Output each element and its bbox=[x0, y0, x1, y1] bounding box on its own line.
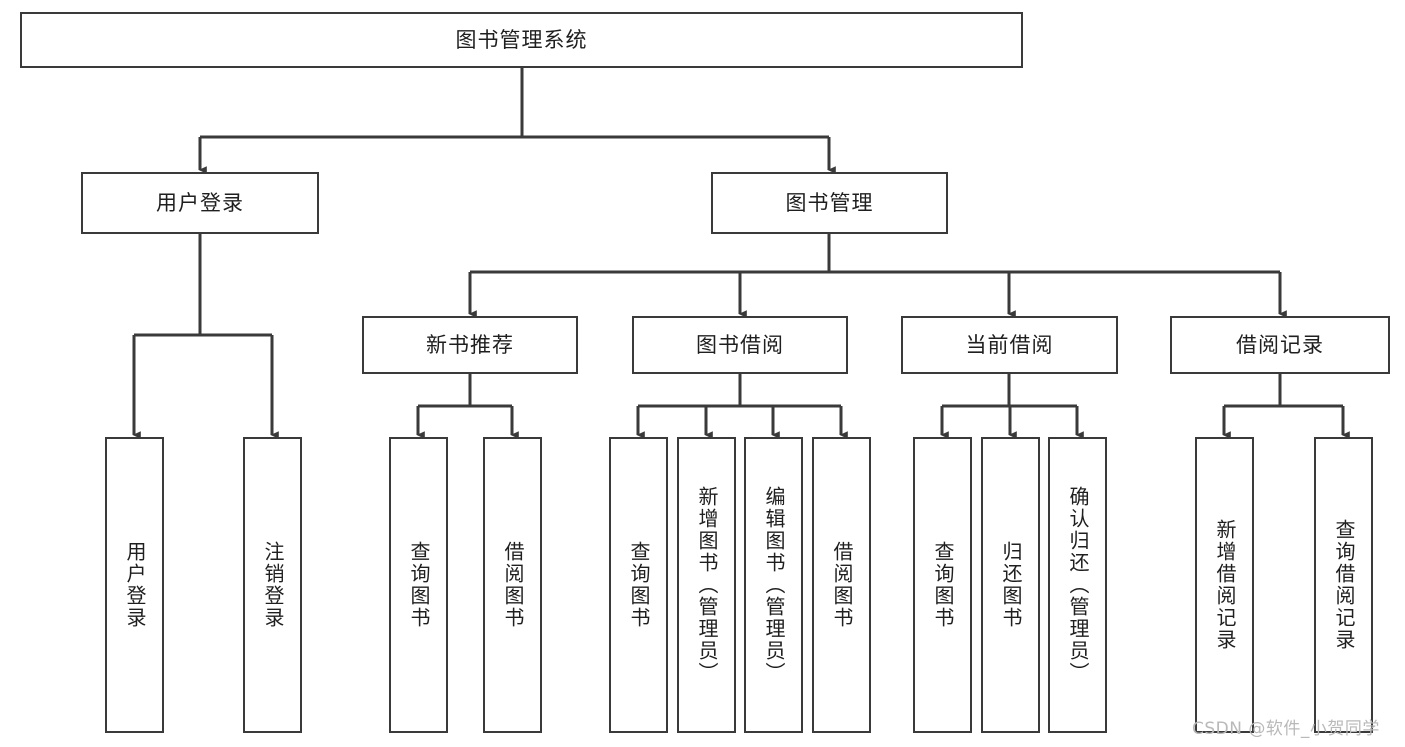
leaf-node-leaf-rec-add-record[interactable]: 新增借阅记录 bbox=[1195, 437, 1254, 733]
leaf-node-leaf-rec-query-book[interactable]: 查询图书 bbox=[389, 437, 448, 733]
node-label: 确认归还（管理员） bbox=[1066, 486, 1090, 684]
leaf-node-leaf-user-login[interactable]: 用户登录 bbox=[105, 437, 164, 733]
node-label: 借阅图书 bbox=[830, 541, 854, 629]
node-label: 查询图书 bbox=[627, 541, 651, 629]
node-label: 注销登录 bbox=[261, 541, 285, 629]
leaf-node-leaf-user-logout[interactable]: 注销登录 bbox=[243, 437, 302, 733]
root-node-root[interactable]: 图书管理系统 bbox=[20, 12, 1023, 68]
leaf-node-leaf-cur-return-book[interactable]: 归还图书 bbox=[981, 437, 1040, 733]
node-label: 新增图书（管理员） bbox=[695, 486, 719, 684]
connector-group bbox=[132, 68, 1350, 439]
node-label: 查询图书 bbox=[407, 541, 431, 629]
node-label: 编辑图书（管理员） bbox=[762, 486, 786, 684]
node-label: 新书推荐 bbox=[426, 332, 514, 357]
leaf-node-leaf-borrow-edit-book[interactable]: 编辑图书（管理员） bbox=[744, 437, 803, 733]
node-label: 当前借阅 bbox=[965, 332, 1054, 357]
leaf-node-leaf-rec-borrow-book[interactable]: 借阅图书 bbox=[483, 437, 542, 733]
node-label: 用户登录 bbox=[156, 190, 244, 215]
level3-node-borrow-record[interactable]: 借阅记录 bbox=[1170, 316, 1390, 374]
level3-node-current-borrow[interactable]: 当前借阅 bbox=[901, 316, 1118, 374]
node-label: 归还图书 bbox=[999, 541, 1023, 629]
leaf-node-leaf-cur-query-book[interactable]: 查询图书 bbox=[913, 437, 972, 733]
leaf-node-leaf-cur-confirm-return[interactable]: 确认归还（管理员） bbox=[1048, 437, 1107, 733]
node-label: 借阅记录 bbox=[1236, 332, 1324, 357]
node-label: 借阅图书 bbox=[501, 541, 525, 629]
node-label: 查询借阅记录 bbox=[1332, 519, 1356, 651]
node-label: 图书管理 bbox=[785, 190, 874, 215]
level2-node-user-login[interactable]: 用户登录 bbox=[81, 172, 319, 234]
node-label: 新增借阅记录 bbox=[1213, 519, 1237, 651]
level3-node-book-borrow[interactable]: 图书借阅 bbox=[632, 316, 848, 374]
node-label: 图书管理系统 bbox=[455, 27, 588, 52]
level2-node-book-manage[interactable]: 图书管理 bbox=[711, 172, 948, 234]
level3-node-new-book-rec[interactable]: 新书推荐 bbox=[362, 316, 578, 374]
node-label: 查询图书 bbox=[931, 541, 955, 629]
leaf-node-leaf-rec-query-record[interactable]: 查询借阅记录 bbox=[1314, 437, 1373, 733]
node-label: 用户登录 bbox=[123, 541, 147, 629]
csdn-watermark: CSDN @软件_小贺同学 bbox=[1192, 719, 1380, 739]
leaf-node-leaf-borrow-query-book[interactable]: 查询图书 bbox=[609, 437, 668, 733]
leaf-node-leaf-borrow-add-book[interactable]: 新增图书（管理员） bbox=[677, 437, 736, 733]
leaf-node-leaf-borrow-borrow-book[interactable]: 借阅图书 bbox=[812, 437, 871, 733]
node-label: 图书借阅 bbox=[696, 332, 784, 357]
